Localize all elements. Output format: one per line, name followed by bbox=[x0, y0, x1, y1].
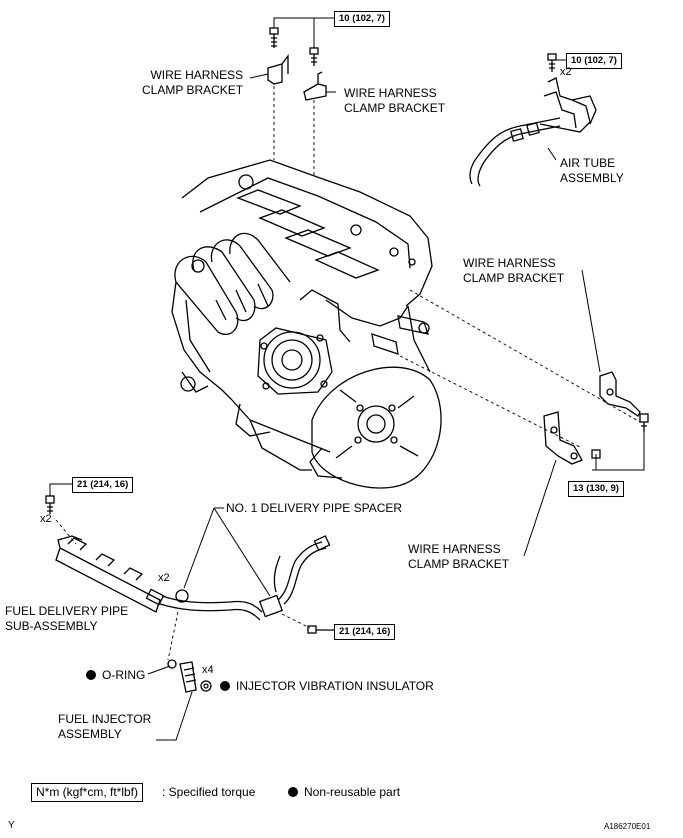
torque-top: 10 (102, 7) bbox=[334, 11, 390, 27]
label-wh-bracket-right: WIRE HARNESS CLAMP BRACKET bbox=[463, 256, 565, 285]
multiplier-air-tube-bolt: x2 bbox=[560, 66, 572, 78]
torque-top-right: 10 (102, 7) bbox=[566, 53, 622, 69]
legend-non-reusable: Non-reusable part bbox=[288, 785, 400, 800]
top-bracket-left bbox=[267, 27, 289, 85]
non-reusable-dot-icon bbox=[220, 681, 230, 691]
fuel-injector bbox=[167, 659, 197, 693]
label-wh-bracket-bottom-right: WIRE HARNESS CLAMP BRACKET bbox=[408, 542, 510, 571]
multiplier-delivery-bolt: x2 bbox=[40, 513, 52, 525]
right-bracket-lower bbox=[543, 411, 601, 465]
torque-left: 21 (214, 16) bbox=[72, 477, 134, 493]
multiplier-spacer: x2 bbox=[158, 572, 170, 584]
injector-insulator bbox=[200, 680, 212, 692]
label-fuel-injector: FUEL INJECTOR ASSEMBLY bbox=[58, 712, 152, 741]
corner-mark: Y bbox=[8, 820, 15, 831]
fuel-tube bbox=[159, 535, 331, 621]
label-wh-bracket-top-left: WIRE HARNESS CLAMP BRACKET bbox=[142, 68, 244, 97]
air-tube-assembly bbox=[469, 53, 597, 187]
delivery-pipe-spacer bbox=[175, 589, 189, 603]
label-fuel-delivery-pipe: FUEL DELIVERY PIPE SUB-ASSEMBLY bbox=[5, 604, 129, 633]
multiplier-injector: x4 bbox=[202, 664, 214, 676]
top-bracket-mid bbox=[303, 47, 327, 101]
torque-right: 13 (130, 9) bbox=[568, 481, 624, 497]
legend-torque-desc: : Specified torque bbox=[162, 785, 256, 799]
label-wh-bracket-top-mid: WIRE HARNESS CLAMP BRACKET bbox=[344, 86, 446, 115]
non-reusable-dot-icon bbox=[86, 670, 96, 680]
delivery-bolt-bottom bbox=[307, 625, 334, 634]
fuel-delivery-pipe bbox=[55, 535, 165, 613]
label-injector-insulator: INJECTOR VIBRATION INSULATOR bbox=[220, 679, 434, 694]
torque-bottom: 21 (214, 16) bbox=[334, 624, 396, 640]
label-delivery-spacer: NO. 1 DELIVERY PIPE SPACER bbox=[226, 501, 403, 515]
engine-block bbox=[171, 159, 442, 489]
non-reusable-dot-icon bbox=[288, 787, 298, 797]
figure-id: A186270E01 bbox=[604, 822, 651, 831]
label-o-ring: O-RING bbox=[86, 668, 145, 683]
delivery-bolt-left bbox=[45, 495, 55, 514]
label-air-tube: AIR TUBE ASSEMBLY bbox=[560, 156, 624, 185]
legend-torque-unit: N*m (kgf*cm, ft*lbf) bbox=[31, 783, 144, 802]
right-bracket-upper bbox=[599, 371, 649, 432]
